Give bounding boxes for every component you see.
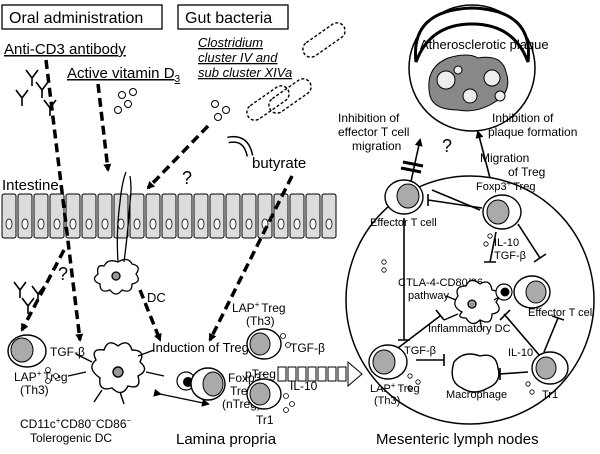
tr1-label-node: Tr1: [542, 389, 558, 401]
clostridium-label-3: sub cluster XIVa: [198, 65, 292, 80]
tr1-cell-lamina: [246, 378, 282, 410]
foxp3-treg-label-node: Foxp3+Treg: [476, 179, 535, 193]
treg-migration-arrow: [475, 130, 491, 179]
tgf-beta-label-left: TGF-β: [50, 345, 85, 359]
antibody-icon-group-2: [13, 281, 45, 314]
lap-treg-cell-node: [368, 344, 408, 380]
inhibition-plaque-label-1: Inhibition of: [492, 111, 554, 125]
oral-administration-box: [1, 4, 163, 30]
dashed-arrows: [20, 59, 294, 342]
macrophage-label: Macrophage: [446, 389, 507, 401]
ctla4-label-2: pathway: [408, 290, 449, 302]
vessel-wall: [413, 6, 531, 63]
foxp3-treg-cell-lamina: [176, 367, 226, 401]
migration-treg-label-2: of Treg: [508, 165, 545, 179]
tolerogenic-dc-label: Tolerogenic DC: [30, 431, 112, 445]
migration-treg-label-1: Migration: [480, 151, 529, 165]
question-mark-antibody: ?: [58, 264, 68, 284]
question-mark-plaque: ?: [442, 136, 452, 156]
antibody-icon-group: [15, 69, 57, 116]
il10-label-node: IL-10: [494, 237, 519, 249]
butyrate-icon: [211, 100, 230, 121]
plaque-icon: [428, 54, 509, 112]
inhibition-effector-label-2: effector T cell: [338, 125, 409, 139]
gut-bacteria-label: Gut bacteria: [185, 10, 272, 27]
ptreg-label: pTreg: [245, 367, 276, 381]
tgf-beta-dots-node: [407, 373, 421, 391]
tgf-beta-dots-left: [45, 367, 59, 384]
oral-administration-label: Oral administration: [9, 10, 143, 27]
lap-treg-cell-lamina: [246, 328, 282, 360]
tgf-beta-dots-lamina: [280, 333, 291, 348]
double-arrow-dc-treg: [153, 388, 210, 407]
th3-label-left: (Th3): [20, 383, 49, 397]
lap-treg-label-left: LAP+Treg: [14, 369, 68, 384]
inhibition-effector-label-1: Inhibition of: [338, 111, 400, 125]
question-mark-bacteria: ?: [182, 168, 192, 188]
tolerogenic-dc-icon: [67, 342, 165, 405]
epithelium-nuclei: [5, 218, 333, 230]
mesenteric-lymph-node-boundary: [345, 175, 595, 425]
il10-label-lamina: IL-10: [290, 379, 318, 393]
foxp3-treg-label-lamina: Foxp3+: [228, 370, 266, 385]
clostridium-label-2: cluster IV and: [198, 50, 278, 65]
lap-treg-label-lamina: LAP+Treg: [232, 300, 286, 315]
cytokine-dots-node: [381, 233, 493, 273]
il10-label-node-2: IL-10: [508, 347, 533, 359]
dc-label: DC: [147, 290, 166, 305]
inhibition-effector-label-3: migration: [352, 139, 401, 153]
inhibition-plaque-label-2: plaque formation: [488, 125, 577, 139]
mesenteric-lymph-nodes-label: Mesenteric lymph nodes: [376, 431, 539, 448]
th3-label-lamina: (Th3): [246, 314, 275, 328]
tolerogenic-dc-markers: CD11c+CD80−CD86−: [20, 416, 132, 431]
blocked-migration-arrow: [400, 138, 424, 187]
intestine-label: Intestine: [2, 177, 59, 194]
inhibition-lines-lower: [397, 218, 565, 380]
anti-cd3-label: Anti-CD3 antibody: [4, 41, 126, 58]
tgf-beta-label-node-2: TGF-β: [404, 345, 436, 357]
epithelium-cells: [1, 193, 337, 239]
gut-bacteria-box: [177, 4, 289, 30]
migration-arrow: [277, 360, 363, 388]
bacteria-icon: [246, 22, 346, 121]
clostridium-label-1: Clostridium: [198, 35, 263, 50]
tr1-cell-node: [531, 351, 569, 385]
effector-t-cell-right: [495, 275, 551, 309]
effector-t-cell-top: [384, 179, 424, 215]
inhibition-lines-treg: [427, 189, 547, 263]
th3-label-node: (Th3): [374, 395, 400, 407]
inflammatory-dc-icon: [443, 279, 505, 331]
lap-treg-cell-left: [7, 334, 47, 368]
vitamin-d-label: Active vitamin D3: [67, 65, 181, 85]
plaque-label: Atherosclerotic plaque: [420, 37, 549, 52]
tr1-label-lamina: Tr1: [256, 413, 274, 427]
butyrate-label: butyrate: [252, 155, 306, 172]
induction-treg-label: Induction of Treg: [152, 340, 249, 355]
tgf-beta-label-node: TGF-β: [494, 250, 526, 262]
dendritic-cell-icon: [93, 171, 139, 295]
macrophage-icon: [451, 353, 500, 393]
inflammatory-dc-label: Inflammatory DC: [428, 323, 511, 335]
vitamin-d-icon: [114, 88, 137, 114]
foxp3-treg-cell-node: [482, 194, 522, 230]
lap-treg-label-node: LAP+Treg: [370, 381, 420, 395]
lamina-propria-label: Lamina propria: [176, 431, 277, 448]
tgf-beta-label-lamina: TGF-β: [290, 341, 325, 355]
effector-t-label-right: Effector T cell: [528, 307, 595, 319]
il10-dots-lamina: [283, 393, 295, 413]
il10-dots-node: [525, 381, 535, 395]
